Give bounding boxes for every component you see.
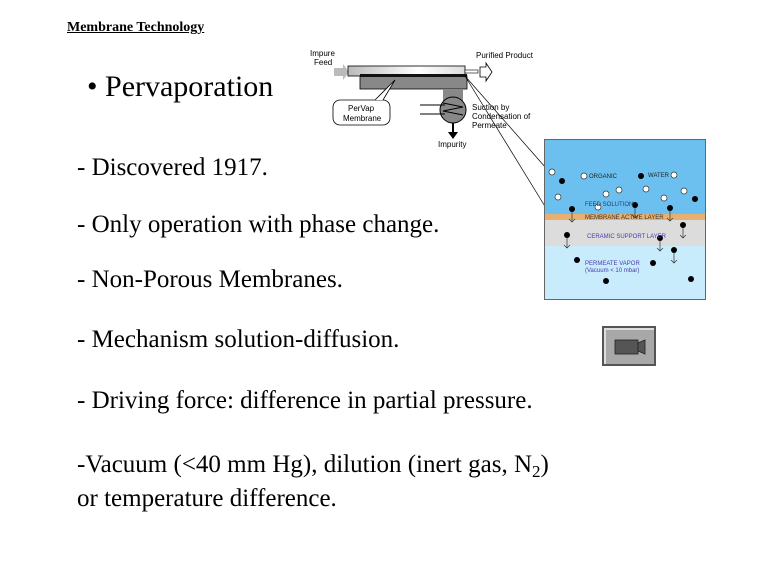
svg-text:Impure: Impure bbox=[310, 49, 335, 58]
slide-header: Membrane Technology bbox=[67, 20, 205, 35]
svg-text:Suction by: Suction by bbox=[472, 103, 509, 112]
bullet-3: - Non-Porous Membranes. bbox=[77, 266, 343, 293]
bullet-4: - Mechanism solution-diffusion. bbox=[77, 326, 400, 353]
bullet-6-cont: or temperature difference. bbox=[77, 485, 337, 512]
svg-text:Condensation of: Condensation of bbox=[472, 112, 531, 121]
video-camera-icon bbox=[614, 339, 646, 355]
slide-title: • Pervaporation bbox=[87, 70, 274, 103]
output-arrow-icon bbox=[479, 61, 493, 83]
svg-text:PerVap: PerVap bbox=[348, 104, 375, 113]
bullet-2: - Only operation with phase change. bbox=[77, 211, 440, 238]
svg-text:Purified Product: Purified Product bbox=[476, 51, 534, 60]
svg-text:CERAMIC SUPPORT LAYER: CERAMIC SUPPORT LAYER bbox=[587, 234, 667, 240]
svg-text:MEMBRANE ACTIVE LAYER: MEMBRANE ACTIVE LAYER bbox=[585, 215, 664, 221]
svg-text:(Vacuum < 10 mbar): (Vacuum < 10 mbar) bbox=[585, 268, 639, 274]
bullet-6: -Vacuum (<40 mm Hg), dilution (inert gas… bbox=[77, 451, 549, 481]
media-play-button[interactable] bbox=[602, 326, 656, 366]
bullet-1: - Discovered 1917. bbox=[77, 154, 268, 181]
svg-text:Membrane: Membrane bbox=[343, 114, 382, 123]
bullet-5: - Driving force: difference in partial p… bbox=[77, 387, 533, 414]
svg-text:ORGANIC: ORGANIC bbox=[589, 174, 618, 180]
svg-text:PERMEATE VAPOR: PERMEATE VAPOR bbox=[585, 261, 640, 267]
svg-text:FEED SOLUTION: FEED SOLUTION bbox=[585, 202, 633, 208]
membrane-layer-diagram: ORGANIC WATER FEED SOLUTION MEMBRANE ACT… bbox=[544, 139, 706, 300]
svg-text:Permeate: Permeate bbox=[472, 121, 507, 130]
svg-text:Feed: Feed bbox=[314, 58, 332, 67]
svg-text:Impurity: Impurity bbox=[438, 140, 466, 149]
svg-text:WATER: WATER bbox=[648, 173, 670, 179]
